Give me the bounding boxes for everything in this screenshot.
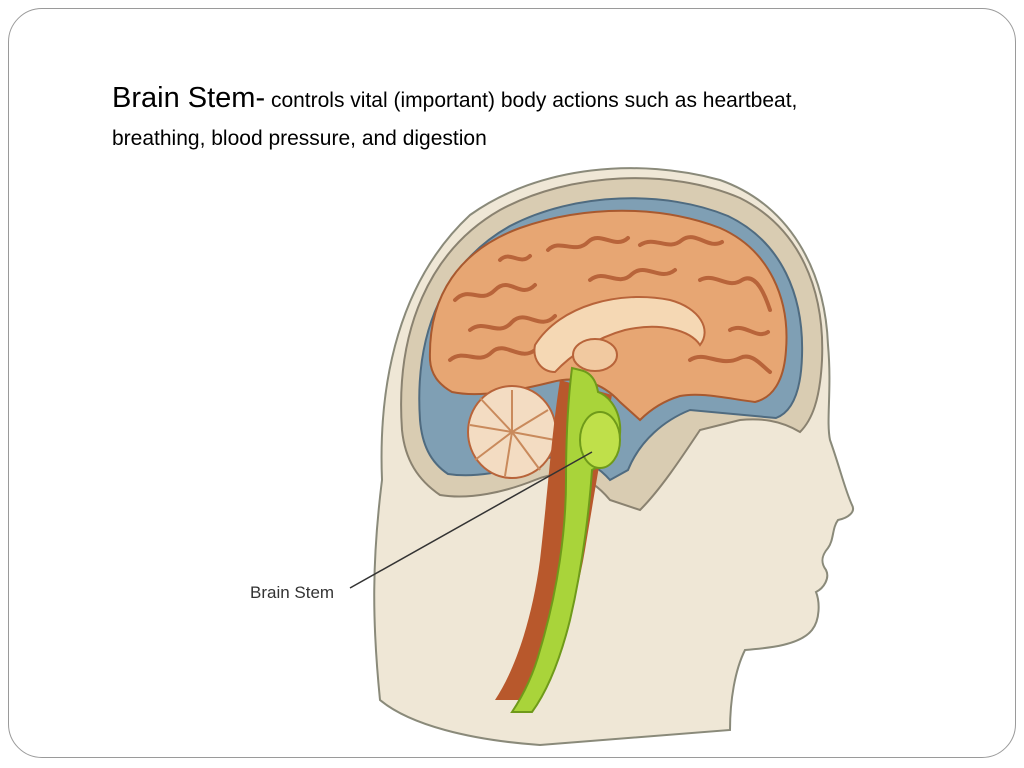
term-description-line2: breathing, blood pressure, and digestion (112, 127, 487, 150)
callout-label: Brain Stem (250, 583, 334, 602)
term-heading: Brain Stem- (112, 82, 266, 114)
brain-folds (448, 235, 772, 374)
pons (579, 411, 621, 469)
cerebellum-folds (469, 390, 556, 477)
corpus-callosum (533, 296, 706, 374)
callout-line (349, 451, 593, 589)
term-description-line1: controls vital (important) body actions … (265, 89, 798, 112)
slide-text: Brain Stem- controls vital (important) b… (112, 80, 932, 159)
thalamus (572, 338, 618, 372)
